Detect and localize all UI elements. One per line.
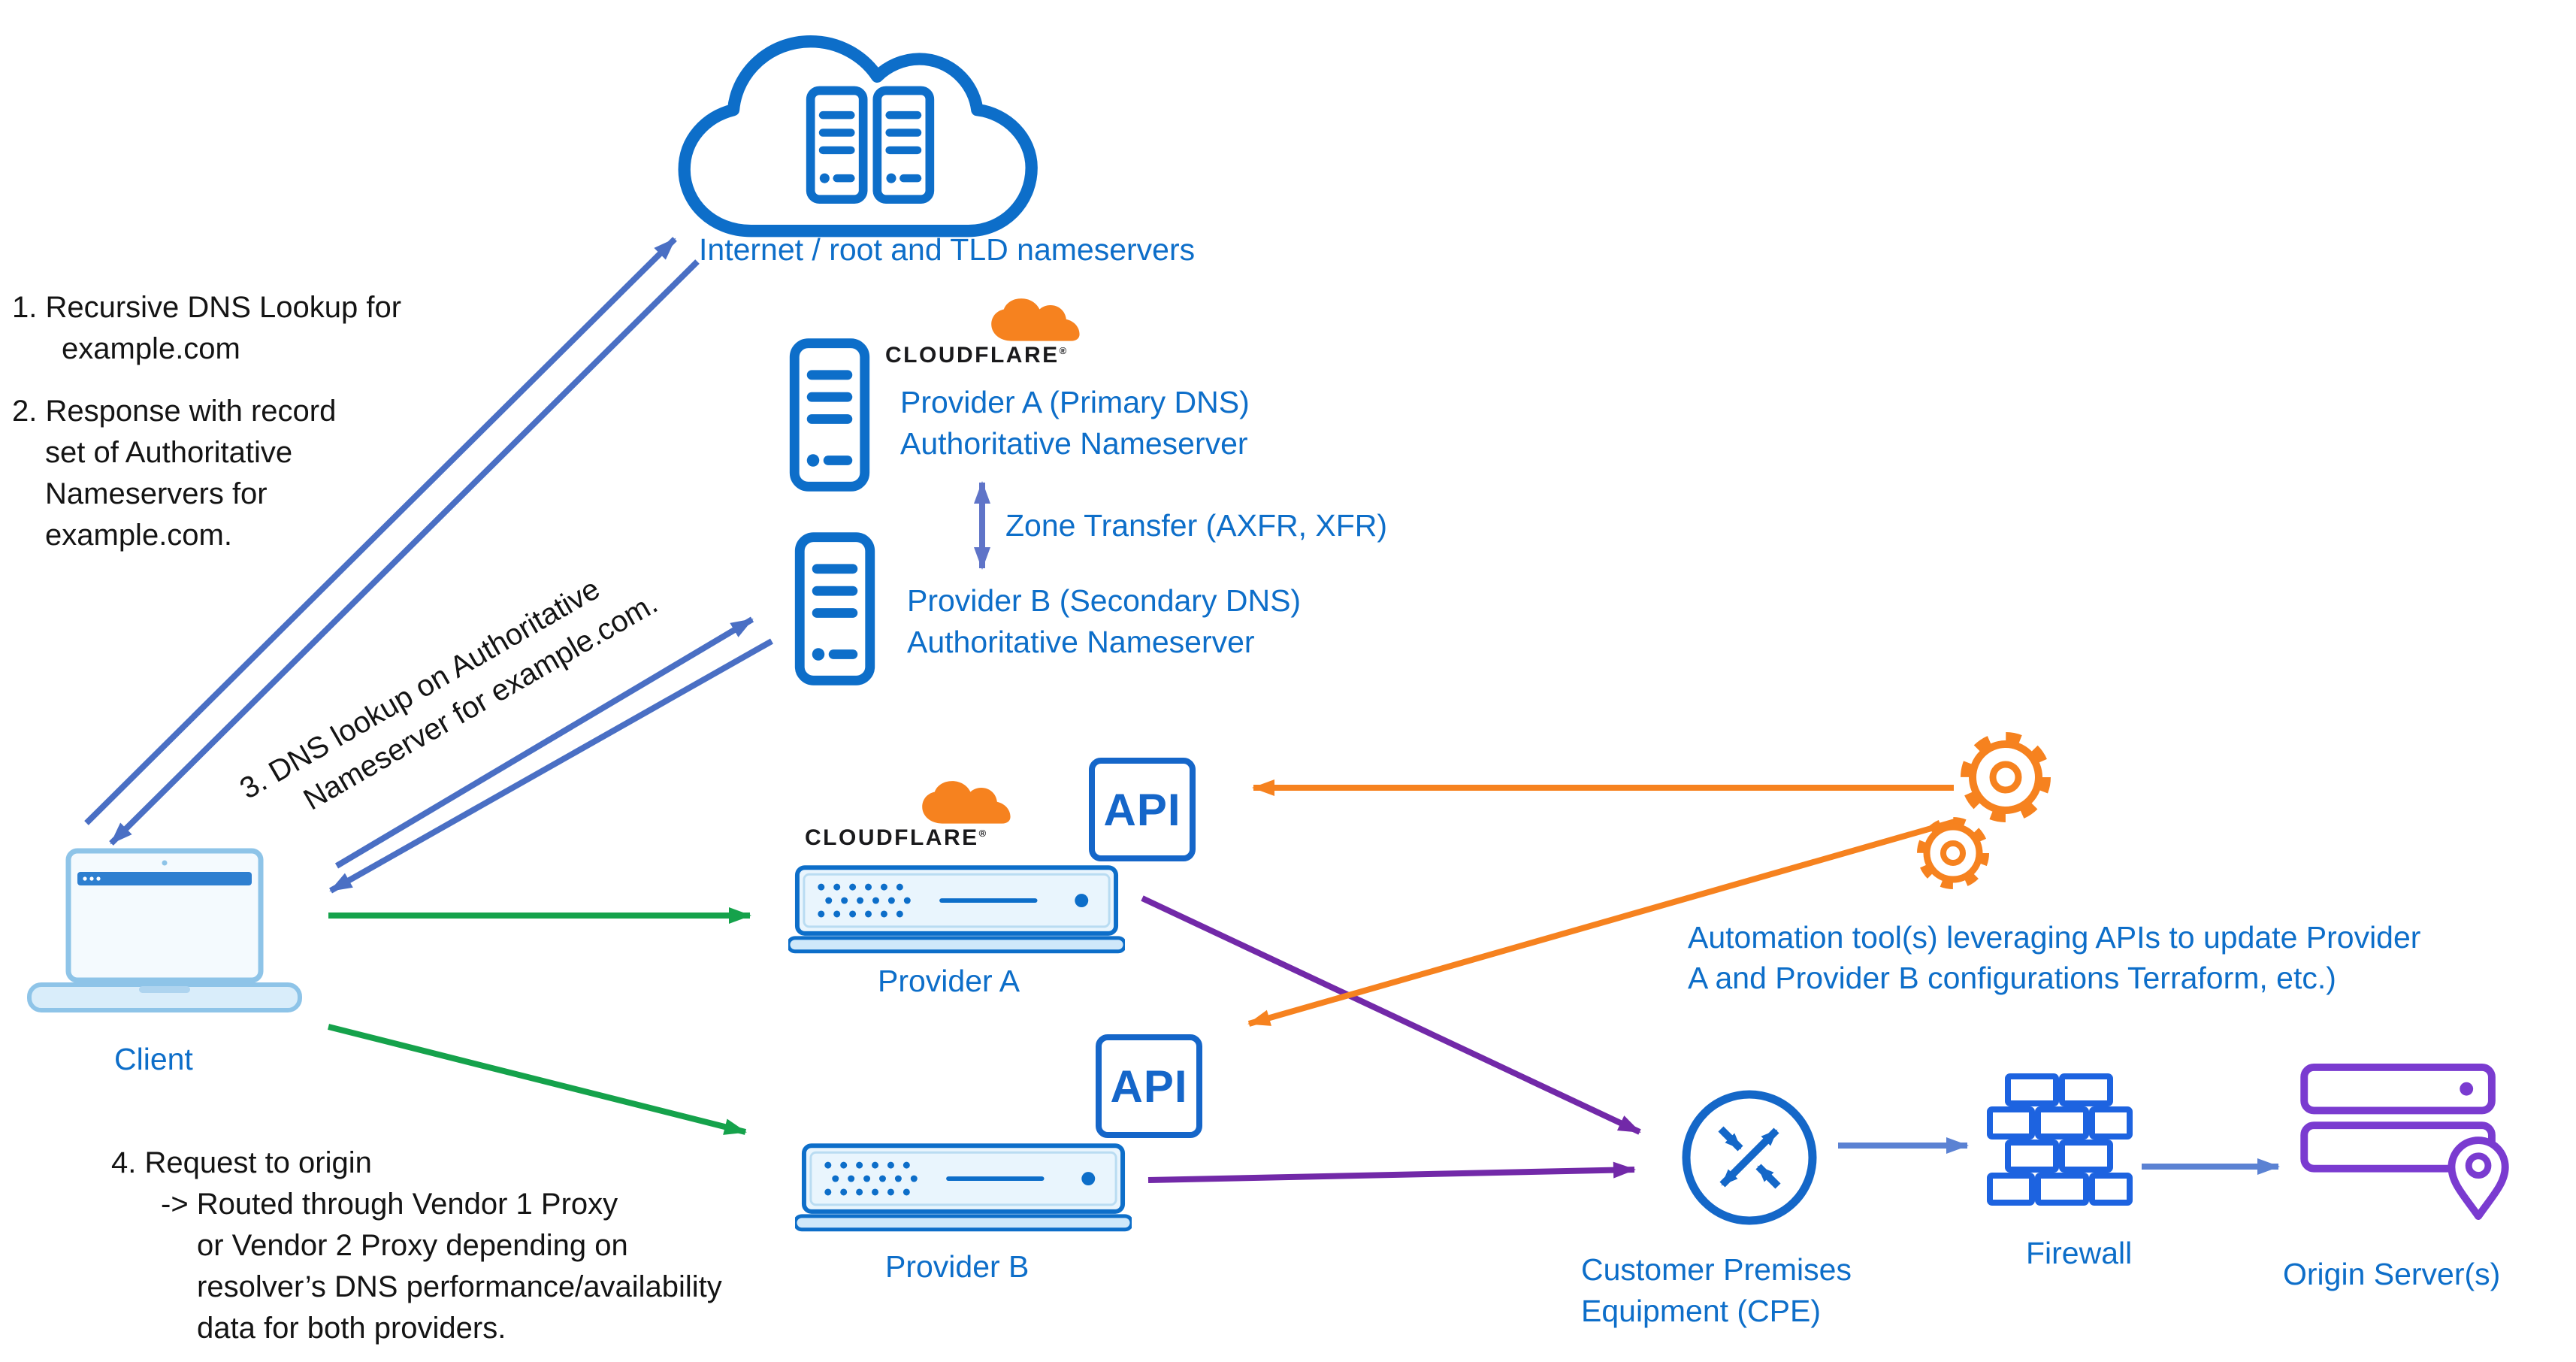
proxy-a-appliance-icon	[788, 864, 1125, 955]
gear-large-icon	[1961, 732, 2051, 822]
client-laptop-icon	[27, 848, 302, 1012]
arrow-authoritative-response	[329, 638, 773, 894]
arrow-proxy-b-to-cpe	[1147, 1161, 1636, 1183]
internet-label: Internet / root and TLD nameservers	[699, 232, 1196, 267]
provider-b-nameserver-icon	[794, 531, 876, 687]
arrow-recursive-lookup	[84, 237, 677, 825]
proxy-b-appliance-icon	[795, 1143, 1132, 1233]
provider-a-nameserver-label: Provider A (Primary DNS) Authoritative N…	[900, 385, 1250, 461]
arrow-automation-to-api-b	[1247, 818, 1959, 1027]
cloudflare-cloud-icon	[980, 298, 1093, 344]
cpe-label: Customer Premises Equipment (CPE)	[1581, 1252, 1852, 1328]
proxy-b-label: Provider B	[885, 1249, 1029, 1284]
automation-gears-icon	[1917, 732, 2051, 889]
api-box-provider-b: API	[1096, 1034, 1202, 1138]
client-label: Client	[114, 1042, 193, 1076]
gear-small-icon	[1917, 817, 1989, 889]
firewall-label: Firewall	[2026, 1236, 2133, 1270]
cloudflare-cloud-icon	[911, 780, 1023, 827]
cloudflare-logo-nameserver: CLOUDFLARE®	[885, 298, 1088, 368]
automation-label: Automation tool(s) leveraging APIs to up…	[1688, 920, 2421, 995]
note-response: 2. Response with record set of Authorita…	[12, 395, 337, 552]
location-pin-icon	[2448, 1137, 2509, 1221]
arrow-proxy-a-to-cpe	[1141, 895, 1641, 1135]
cloudflare-wordmark: CLOUDFLARE	[805, 825, 979, 850]
internet-cloud-icon	[678, 35, 1038, 238]
registered-mark: ®	[978, 828, 988, 839]
cloudflare-logo-proxy: CLOUDFLARE®	[805, 780, 1019, 851]
note-request-origin: 4. Request to origin -> Routed through V…	[111, 1146, 722, 1345]
api-box-provider-a: API	[1089, 758, 1196, 861]
firewall-icon	[1987, 1073, 2133, 1206]
root-servers-icon	[806, 86, 935, 204]
origin-label: Origin Server(s)	[2283, 1257, 2501, 1291]
arrow-dns-lookup-authoritative	[334, 616, 754, 869]
provider-a-nameserver-icon	[788, 337, 871, 493]
cpe-router-icon	[1682, 1090, 1817, 1225]
provider-b-nameserver-label: Provider B (Secondary DNS) Authoritative…	[907, 583, 1302, 659]
zone-transfer-label: Zone Transfer (AXFR, XFR)	[1005, 508, 1388, 543]
cloudflare-wordmark: CLOUDFLARE	[885, 343, 1060, 368]
origin-server-icon	[2300, 1063, 2509, 1221]
proxy-a-label: Provider A	[878, 964, 1020, 998]
arrow-request-provider-b	[328, 1024, 747, 1135]
registered-mark: ®	[1059, 345, 1069, 356]
arrow-root-response	[109, 259, 700, 846]
note-recursive-lookup: 1. Recursive DNS Lookup for example.com	[12, 291, 402, 365]
